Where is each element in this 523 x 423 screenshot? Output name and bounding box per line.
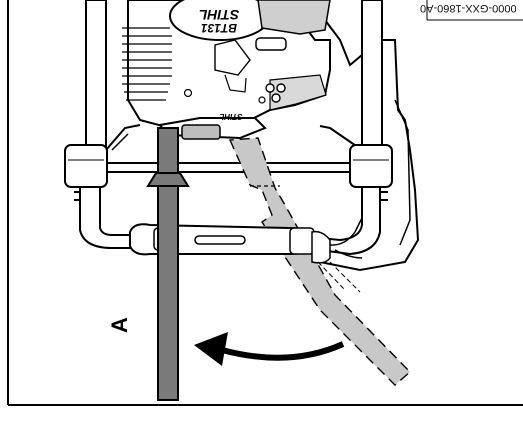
engine-housing-outline [319,19,420,272]
lower-handle-tubes [74,187,388,256]
small-brand-label: STIHL [219,112,242,121]
primer-circle-4 [258,96,266,104]
figure-code: 0000-GXX-1860-A0 [420,2,517,14]
engine-block [122,0,331,140]
frame-bumpers [64,144,393,188]
cooling-fins [122,27,172,101]
figure-frame [7,0,523,406]
auger-drill-shaft [146,127,190,401]
primer-circle-2 [276,83,286,93]
auger-shaft-ghost [228,137,412,386]
primer-circle-3 [271,93,281,103]
rotation-arrow [194,332,345,366]
primer-circle-1 [265,83,275,93]
direction-label-a: A [106,317,132,333]
engine-brand-label: STIHL [199,7,239,23]
ghost-handle-lines [317,261,361,293]
engine-model-label: BT131 [201,21,237,35]
